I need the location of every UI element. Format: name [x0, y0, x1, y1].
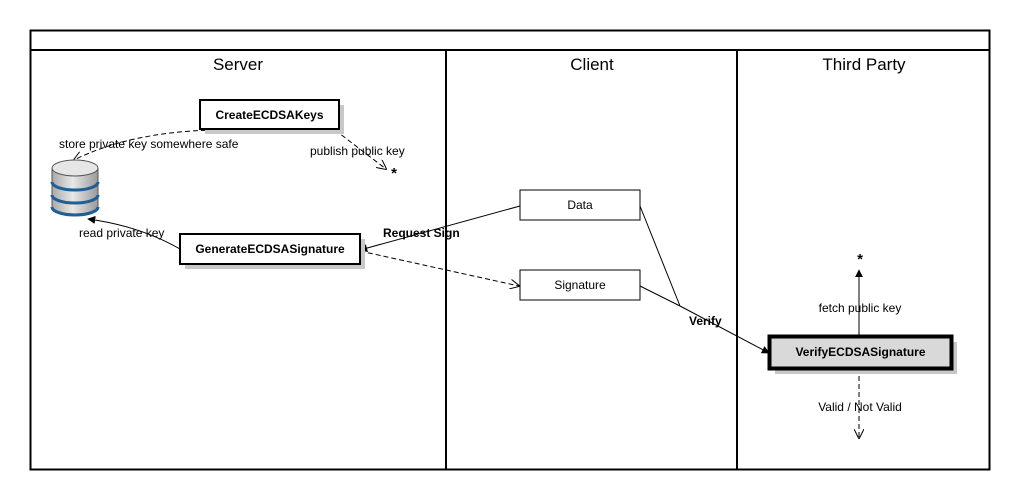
edge-request-sign: [359, 205, 521, 252]
edge-verify-from-data: [639, 205, 681, 307]
lane-title-client: Client: [570, 55, 614, 74]
edge-label-store-private-key: store private key somewhere safe: [59, 137, 239, 151]
lane-title-third-party: Third Party: [822, 55, 906, 74]
node-label-generate-ecdsa-signature: GenerateECDSASignature: [195, 242, 345, 256]
node-signature[interactable]: Signature: [519, 269, 641, 301]
node-label-create-ecdsa-keys: CreateECDSAKeys: [215, 108, 323, 122]
node-label-verify-ecdsa-signature: VerifyECDSASignature: [795, 345, 925, 359]
edge-read-private-key: [87, 215, 181, 250]
database-icon: [50, 159, 100, 217]
edge-label-publish-public-key: publish public key: [310, 144, 405, 158]
node-verify-ecdsa-signature[interactable]: VerifyECDSASignature: [767, 334, 958, 375]
node-label-signature: Signature: [554, 278, 606, 292]
edge-label-read-private-key: read private key: [79, 226, 164, 240]
edge-label-verify: Verify: [689, 314, 722, 328]
fetch-source-star: *: [857, 251, 863, 268]
edge-verify-from-signature: [639, 285, 681, 307]
node-generate-ecdsa-signature[interactable]: GenerateECDSASignature: [179, 233, 365, 269]
edge-label-request-sign: Request Sign: [383, 226, 460, 240]
publish-target-star: *: [391, 165, 397, 182]
edge-publish-public-key: [334, 129, 386, 169]
edge-verify: [679, 305, 770, 354]
node-create-ecdsa-keys[interactable]: CreateECDSAKeys: [199, 99, 344, 134]
edge-signature-output: [359, 250, 519, 286]
lane-title-server: Server: [213, 55, 263, 74]
node-label-data: Data: [567, 198, 593, 212]
edge-store-private-key: [74, 129, 215, 160]
edge-label-valid-not-valid: Valid / Not Valid: [818, 400, 902, 414]
node-data[interactable]: Data: [519, 189, 641, 221]
edge-label-fetch-public-key: fetch public key: [819, 301, 902, 315]
